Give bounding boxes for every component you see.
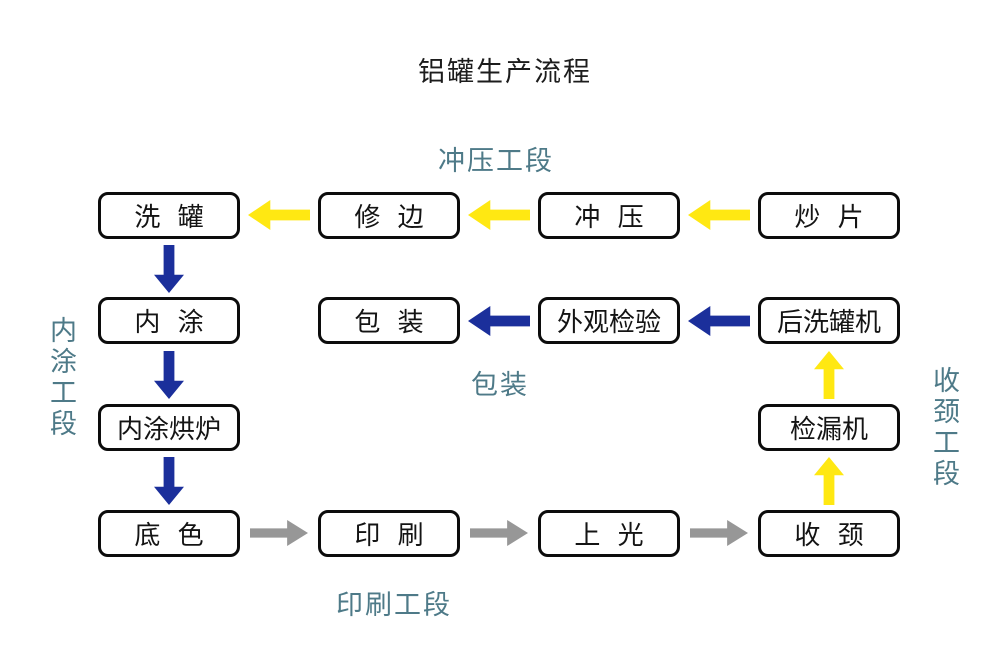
flow-arrow-varnish-to-neck <box>690 520 748 546</box>
node-base-color: 底 色 <box>98 510 240 557</box>
node-varnishing: 上 光 <box>538 510 680 557</box>
node-printing: 印 刷 <box>318 510 460 557</box>
flow-arrow-inspect-to-pack <box>468 306 530 336</box>
section-label-necking: 收颈工段 <box>929 366 959 490</box>
section-label-inner-coating: 内涂工段 <box>46 316 76 440</box>
node-inner-coating-oven: 内涂烘炉 <box>98 404 240 451</box>
flow-arrow-trim-to-wash <box>248 200 310 230</box>
node-wash-can: 洗 罐 <box>98 192 240 239</box>
node-necking: 收 颈 <box>758 510 900 557</box>
section-label-packaging: 包装 <box>471 370 529 400</box>
node-leak-detector: 检漏机 <box>758 404 900 451</box>
flow-arrow-neck-to-leak <box>814 457 844 505</box>
flow-arrow-fry-to-stamp <box>688 200 750 230</box>
node-post-wash-machine: 后洗罐机 <box>758 297 900 344</box>
section-label-printing: 印刷工段 <box>336 590 452 620</box>
flow-arrow-postwash-to-inspect <box>688 306 750 336</box>
flow-arrow-leak-to-postwash <box>814 351 844 399</box>
node-sheet-frying: 炒 片 <box>758 192 900 239</box>
flow-arrow-innercoat-to-oven <box>154 351 184 399</box>
section-label-stamping: 冲压工段 <box>438 146 554 176</box>
page-title: 铝罐生产流程 <box>418 57 592 87</box>
flow-arrow-oven-to-basecolor <box>154 457 184 505</box>
node-inner-coating: 内 涂 <box>98 297 240 344</box>
flow-arrow-print-to-varnish <box>470 520 528 546</box>
flow-arrow-basecolor-to-print <box>250 520 308 546</box>
node-packing: 包 装 <box>318 297 460 344</box>
flow-arrow-stamp-to-trim <box>468 200 530 230</box>
node-visual-inspection: 外观检验 <box>538 297 680 344</box>
node-trimming: 修 边 <box>318 192 460 239</box>
flow-arrow-wash-to-innercoat <box>154 245 184 293</box>
node-stamping: 冲 压 <box>538 192 680 239</box>
